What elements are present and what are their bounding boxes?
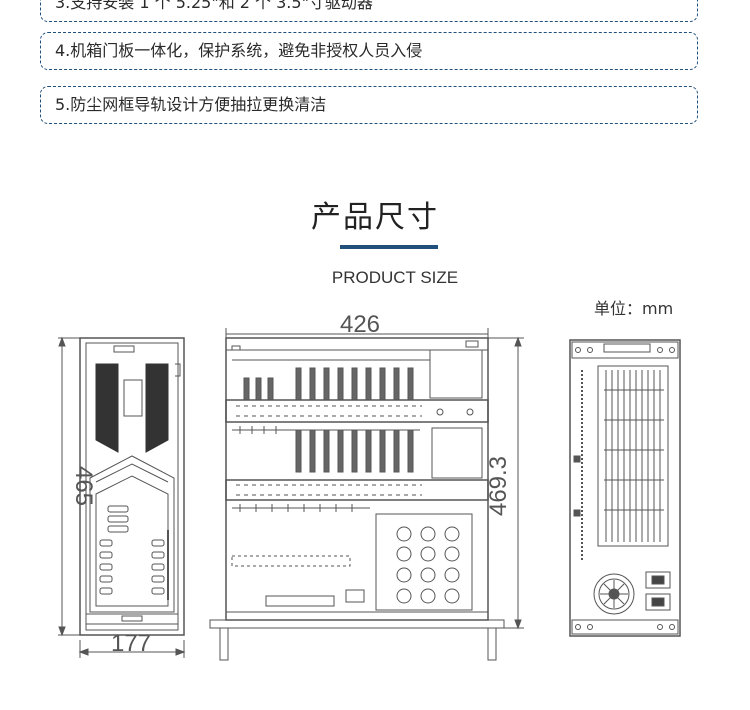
feature-item-door: 4.机箱门板一体化，保护系统，避免非授权人员入侵 <box>40 32 698 70</box>
front-view-drawing <box>58 336 186 658</box>
top-view-drawing <box>209 328 524 661</box>
unit-label: 单位：mm <box>594 299 674 318</box>
expansion-slots-upper <box>243 367 414 401</box>
rail-holes-upper <box>236 405 422 417</box>
rear-slot-brackets <box>604 370 664 542</box>
side-height-label: 469.3 <box>485 456 512 516</box>
feature-item-dust-filter: 5.防尘网框导轨设计方便抽拉更换清洁 <box>40 86 698 124</box>
front-width-label: 177 <box>111 630 151 657</box>
side-width-label: 426 <box>340 311 380 338</box>
title-underline <box>340 245 438 249</box>
rear-view-drawing <box>569 339 681 637</box>
feature-item-drives: 3.支持安装 1 个 5.25"和 2 个 3.5"寸驱动器 <box>40 0 698 22</box>
section-title: 产品尺寸 <box>311 200 439 235</box>
drive-cage-holes <box>396 526 460 604</box>
section-subtitle: PRODUCT SIZE <box>331 268 459 287</box>
expansion-slots-lower <box>295 429 414 473</box>
front-vent-slots <box>99 505 165 595</box>
front-height-label: 465 <box>70 466 97 506</box>
